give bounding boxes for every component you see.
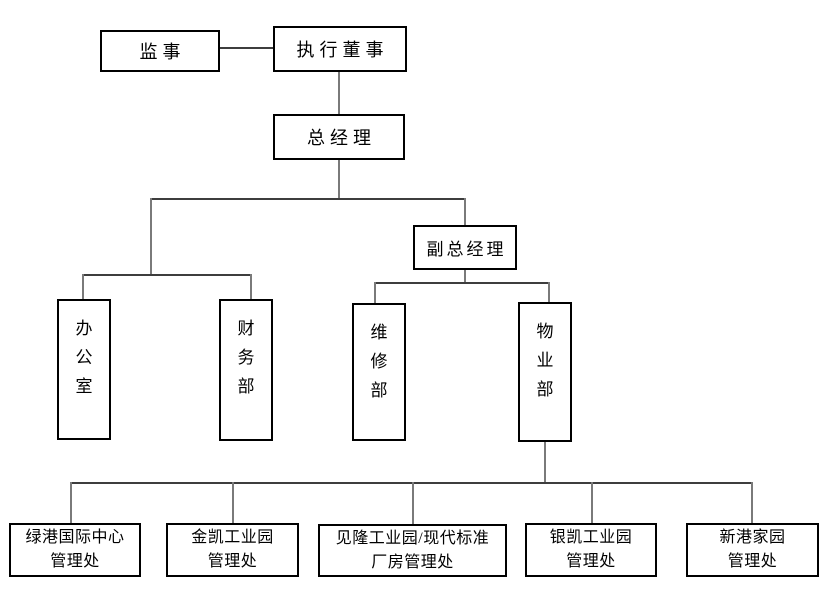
node-executive-director: 执行董事 (273, 26, 407, 72)
connector-deputy-down (464, 270, 466, 284)
node-jinkai-office: 金凯工业园 管理处 (166, 523, 299, 577)
node-lvgang-office-line2: 管理处 (50, 553, 100, 570)
connector-deputy-split (374, 282, 550, 284)
node-property-dept-label: 物业部 (536, 322, 554, 399)
connector-gm-down (338, 160, 340, 200)
connector-left-branch-down (150, 198, 152, 276)
node-jinkai-office-line1: 金凯工业园 (191, 529, 274, 546)
connector-left-split (82, 274, 252, 276)
node-lvgang-office: 绿港国际中心 管理处 (9, 523, 141, 577)
connector-stub-jianlong (412, 482, 414, 525)
node-yinkai-office-line2: 管理处 (566, 553, 616, 570)
node-yinkai-office: 银凯工业园 管理处 (525, 523, 657, 577)
connector-bottom-bus (70, 482, 753, 484)
node-maintenance-dept: 维修部 (352, 303, 406, 441)
node-xingang-office-line1: 新港家园 (719, 529, 786, 546)
connector-stub-lvgang (70, 482, 72, 524)
connector-stub-xingang (751, 482, 753, 524)
connector-gm-split (150, 198, 466, 200)
node-general-manager-label: 总经理 (307, 128, 376, 148)
node-xingang-office: 新港家园 管理处 (686, 523, 819, 577)
node-supervisor: 监事 (100, 30, 220, 72)
node-jinkai-office-line2: 管理处 (207, 553, 258, 570)
connector-stub-yinkai (591, 482, 593, 524)
connector-stub-jinkai (232, 482, 234, 524)
node-office-dept: 办公室 (57, 299, 111, 440)
connector-stub-property (548, 282, 550, 304)
node-general-manager: 总经理 (273, 114, 405, 160)
node-executive-director-label: 执行董事 (296, 40, 389, 60)
connector-property-down (544, 442, 546, 483)
node-jianlong-office: 见隆工业园/现代标准 厂房管理处 (318, 524, 507, 577)
node-jianlong-office-line1: 见隆工业园/现代标准 (335, 529, 490, 547)
connector-stub-office (82, 274, 84, 301)
node-xingang-office-line2: 管理处 (727, 553, 778, 570)
connector-director-gm (338, 72, 340, 114)
connector-supervisor-director (220, 47, 273, 49)
node-maintenance-dept-label: 维修部 (370, 323, 388, 400)
node-yinkai-office-line1: 银凯工业园 (549, 529, 633, 546)
connector-stub-maintenance (374, 282, 376, 305)
connector-stub-finance (250, 274, 252, 301)
node-finance-dept: 财务部 (219, 299, 273, 441)
connector-to-deputy (464, 198, 466, 226)
node-property-dept: 物业部 (518, 302, 572, 442)
node-supervisor-label: 监事 (139, 42, 186, 62)
node-deputy-general-manager: 副总经理 (413, 225, 517, 270)
node-deputy-general-manager-label: 副总经理 (426, 240, 507, 259)
node-finance-dept-label: 财务部 (237, 319, 255, 396)
node-office-dept-label: 办公室 (75, 319, 93, 396)
node-lvgang-office-line1: 绿港国际中心 (25, 529, 125, 546)
node-jianlong-office-line2: 厂房管理处 (371, 553, 454, 571)
